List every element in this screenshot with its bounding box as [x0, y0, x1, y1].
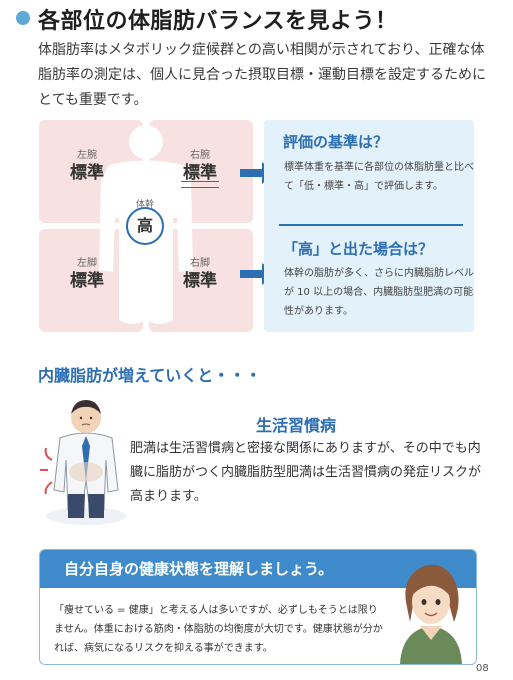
businessman-illustration	[40, 400, 126, 525]
woman-illustration	[400, 564, 462, 664]
info-divider	[279, 224, 463, 226]
page-number: 08	[476, 663, 489, 674]
left-arm-value: 標準	[70, 163, 104, 183]
disease-text: 肥満は生活習慣病と密接な関係にありますが、その中でも内臓に脂肪がつく内臓脂肪型肥…	[130, 441, 482, 504]
right-leg-label: 右脚	[190, 258, 210, 269]
intro-text: 体脂肪率はメタボリック症候群との高い相関が示されており、正確な体脂肪率の測定は、…	[38, 42, 486, 108]
left-leg-value: 標準	[70, 271, 104, 291]
box-text: 「痩せている = 健康」と考える人は多いですが、必ずしもそうとは限りません。体重…	[54, 605, 383, 654]
high-case-heading: 「高」と出た場合は？	[283, 240, 434, 258]
visceral-fat-heading: 内臓脂肪が増えていくと・・・	[38, 366, 262, 385]
high-case-text: 体幹の脂肪が多く、さらに内臓脂肪レベルが 10 以上の場合、内臓脂肪型肥満の可能…	[284, 268, 474, 317]
health-awareness-box: 自分自身の健康状態を理解しましょう。 「痩せている = 健康」と考える人は多いで…	[39, 549, 477, 665]
right-arm-label: 右腕	[190, 150, 210, 161]
info-box	[264, 120, 474, 332]
trunk-value: 高	[136, 216, 153, 235]
title-bullet-icon	[16, 11, 30, 25]
trunk-label: 体幹	[135, 200, 154, 210]
page-title: 各部位の体脂肪バランスを見よう！	[38, 9, 398, 34]
criteria-heading: 評価の基準は？	[283, 133, 389, 151]
box-heading: 自分自身の健康状態を理解しましょう。	[64, 560, 334, 578]
trunk-indicator	[126, 207, 164, 245]
right-arm-underline	[181, 181, 219, 188]
right-arm-value: 標準	[183, 163, 217, 183]
criteria-text: 標準体重を基準に各部位の体脂肪量と比べて「低・標準・高」で評価します。	[284, 162, 474, 192]
disease-title: 生活習慣病	[256, 416, 337, 435]
left-leg-label: 左脚	[77, 258, 97, 269]
left-arm-label: 左腕	[77, 150, 97, 161]
right-leg-value: 標準	[183, 271, 217, 291]
box-header	[40, 550, 476, 588]
